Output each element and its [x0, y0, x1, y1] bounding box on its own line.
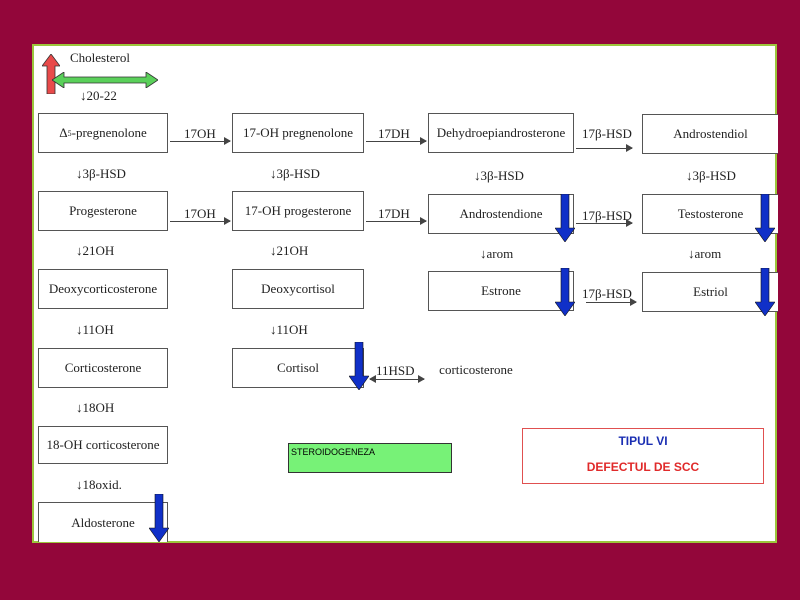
arrow-estrone-to-estriol	[586, 298, 637, 306]
box-corticosterone: Corticosterone	[38, 348, 168, 388]
enzyme-3b-hsd-a: ↓3β-HSD	[76, 166, 126, 181]
arrow-preg-to-17oh	[170, 137, 231, 145]
box-testosterone: Testosterone	[642, 194, 778, 234]
enzyme-17dh-a: 17DH	[378, 126, 410, 141]
enzyme-arom-b: ↓arom	[688, 246, 722, 261]
box-estrone: Estrone	[428, 271, 574, 311]
red-up-arrow-icon	[42, 54, 60, 94]
box-androstendiol: Androstendiol	[642, 114, 778, 154]
enzyme-17b-hsd-b: 17β-HSD	[582, 208, 632, 223]
green-double-arrow-icon	[52, 72, 158, 88]
box-estriol: Estriol	[642, 272, 778, 312]
box-cortisol: Cortisol	[232, 348, 364, 388]
enzyme-11hsd: 11HSD	[376, 363, 415, 378]
defect-type-subtitle: DEFECTUL DE SCC	[586, 460, 700, 474]
box-corticosterone-2: corticosterone	[428, 350, 524, 390]
enzyme-17b-hsd-a: 17β-HSD	[582, 126, 632, 141]
box-deoxycorticosterone: Deoxycorticosterone	[38, 269, 168, 309]
box-progesterone: Progesterone	[38, 191, 168, 231]
blue-down-arrow-icon	[555, 194, 575, 242]
blue-down-arrow-icon	[349, 342, 369, 390]
arrow-dhea-to-androstendiol	[576, 144, 633, 152]
arrow-androstendione-to-testosterone	[576, 219, 633, 227]
enzyme-arom-a: ↓arom	[480, 246, 514, 261]
enzyme-17oh-a: 17OH	[184, 126, 216, 141]
box-aldosterone: Aldosterone	[38, 502, 168, 542]
enzyme-20-22: ↓20-22	[80, 88, 117, 103]
enzyme-3b-hsd-d: ↓3β-HSD	[686, 168, 736, 183]
enzyme-11oh-b: ↓11OH	[270, 322, 308, 337]
blue-down-arrow-icon	[149, 494, 169, 542]
box-18oh-corticosterone: 18-OH corticosterone	[38, 426, 168, 464]
enzyme-11oh-a: ↓11OH	[76, 322, 114, 337]
box-deoxycortisol: Deoxycortisol	[232, 269, 364, 309]
blue-down-arrow-icon	[755, 268, 775, 316]
enzyme-17b-hsd-c: 17β-HSD	[582, 286, 632, 301]
box-androstendione: Androstendione	[428, 194, 574, 234]
enzyme-3b-hsd-c: ↓3β-HSD	[474, 168, 524, 183]
enzyme-3b-hsd-b: ↓3β-HSD	[270, 166, 320, 181]
arrow-17ohprog-to-androstendione	[366, 217, 427, 225]
defect-type-box: TIPUL VI DEFECTUL DE SCC	[522, 428, 764, 484]
steroidogeneza-label-box: STEROIDOGENEZA	[288, 443, 452, 473]
box-17oh-progesterone: 17-OH progesterone	[232, 191, 364, 231]
blue-down-arrow-icon	[755, 194, 775, 242]
enzyme-17dh-b: 17DH	[378, 206, 410, 221]
enzyme-18oxid: ↓18oxid.	[76, 477, 122, 492]
box-dhea: Dehydroepiandrosterone	[428, 113, 574, 153]
enzyme-21oh-b: ↓21OH	[270, 243, 309, 258]
box-17oh-pregnenolone: 17-OH pregnenolone	[232, 113, 364, 153]
arrow-17ohpreg-to-dhea	[366, 137, 427, 145]
blue-down-arrow-icon	[555, 268, 575, 316]
arrow-cortisol-corticosterone	[369, 375, 425, 383]
cholesterol-label: Cholesterol	[70, 50, 130, 65]
defect-type-title: TIPUL VI	[618, 434, 668, 448]
enzyme-17oh-b: 17OH	[184, 206, 216, 221]
arrow-prog-to-17ohprog	[170, 217, 231, 225]
enzyme-18oh: ↓18OH	[76, 400, 115, 415]
enzyme-21oh-a: ↓21OH	[76, 243, 115, 258]
